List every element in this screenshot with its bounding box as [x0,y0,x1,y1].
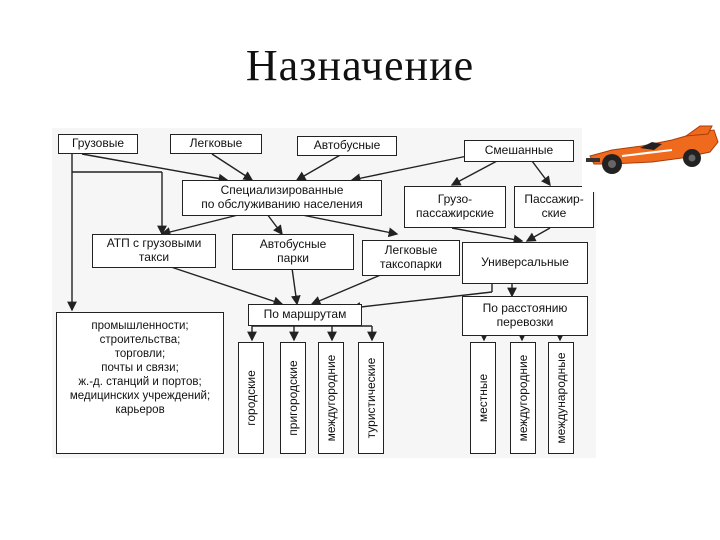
box-cargo: Грузовые [58,134,138,154]
box-buses: Автобусные [297,136,397,156]
route-type-label: туристические [364,357,378,439]
distance-type-local: местные [470,342,496,454]
page-title: Назначение [245,41,475,90]
box-cargo-passenger: Грузо- пассажирские [404,186,506,228]
list-item: промышленности; [91,320,189,332]
classification-diagram: Грузовые Легковые Автобусные Смешанные С… [52,128,596,458]
distance-type-intercity: междугородние [510,342,536,454]
list-item: торговли; [114,348,166,360]
list-item: медицинских учреждений; [69,390,211,402]
route-type-label: пригородские [286,360,300,436]
route-type-label: городские [244,370,258,426]
distance-type-label: междугородние [516,354,530,442]
list-item: карьеров [115,404,165,416]
route-type-city: городские [238,342,264,454]
box-mixed: Смешанные [464,140,574,162]
list-item: почты и связи; [101,362,179,374]
route-type-tourist: туристические [358,342,384,454]
route-type-label: междугородние [324,354,338,442]
box-atp-cargo-taxi: АТП с грузовыми такси [92,234,216,268]
box-bus-parks: Автобусные парки [232,234,354,270]
list-item: ж.-д. станций и портов; [78,376,202,388]
box-by-distance: По расстоянию перевозки [462,296,588,336]
box-taxi-parks: Легковые таксопарки [362,240,460,276]
box-by-routes: По маршрутам [248,304,362,326]
race-car-icon [582,112,720,192]
distance-type-label: международные [554,352,568,444]
cargo-purposes-list: промышленности; строительства; торговли;… [56,312,224,454]
connector-lines [67,153,565,342]
distance-type-international: международные [548,342,574,454]
box-passenger: Пассажир- ские [514,186,594,228]
route-type-intercity: междугородние [318,342,344,454]
box-specialized: Специализированные по обслуживанию насел… [182,180,382,216]
route-type-suburban: пригородские [280,342,306,454]
list-item: строительства; [99,334,181,346]
box-passenger-cars: Легковые [170,134,262,154]
distance-type-label: местные [476,373,490,423]
box-universal: Универсальные [462,242,588,284]
